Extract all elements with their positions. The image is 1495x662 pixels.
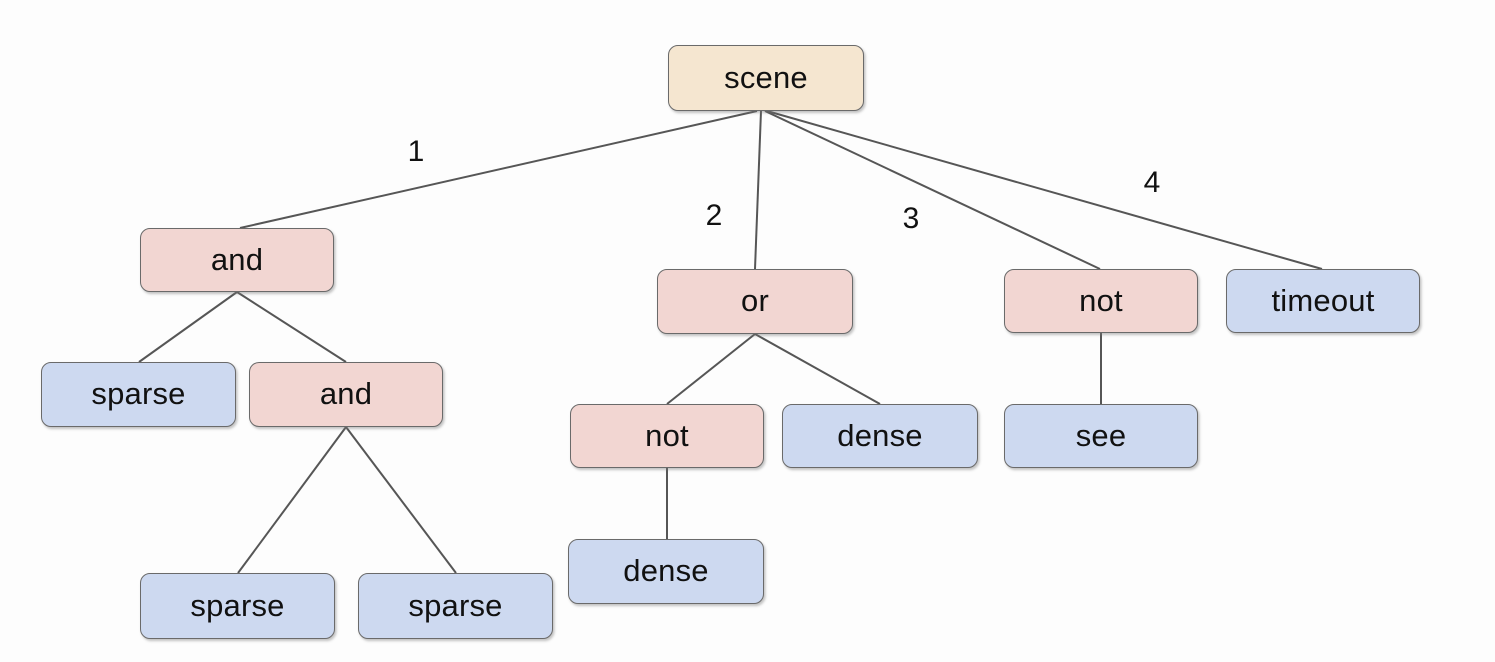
tree-node-label: and [210,241,264,277]
tree-node-see[interactable]: see [1004,404,1198,468]
tree-edge-scene-to-and1 [239,110,758,229]
tree-edge-and2-to-sparse2 [237,426,347,574]
tree-edge-or1-to-not2 [666,333,756,405]
tree-node-label: not [645,417,689,453]
tree-node-sparse2[interactable]: sparse [140,573,335,639]
tree-edge-scene-to-timeout [766,110,1323,270]
edge-order-label-1: 1 [407,135,425,168]
tree-node-label: or [741,283,769,318]
tree-node-dense2[interactable]: dense [568,539,764,604]
tree-node-label: see [1075,417,1127,453]
tree-node-label: sparse [408,587,503,623]
tree-node-label: dense [623,553,709,588]
tree-edge-or1-to-dense1 [754,333,881,405]
tree-node-not2[interactable]: not [570,404,764,468]
tree-node-label: timeout [1271,282,1375,318]
tree-edge-and1-to-sparse1 [138,291,238,363]
tree-node-dense1[interactable]: dense [782,404,978,468]
tree-edge-scene-to-or1 [754,110,762,270]
tree-edge-and1-to-and2 [236,291,347,363]
tree-node-label: sparse [190,587,285,623]
tree-node-label: and [319,376,373,411]
tree-node-label: scene [724,59,808,95]
tree-node-label: dense [837,417,923,453]
tree-node-timeout[interactable]: timeout [1226,269,1420,333]
tree-node-label: not [1079,282,1123,318]
edge-order-label-2: 2 [705,199,723,232]
tree-edge-and2-to-sparse3 [345,426,457,574]
tree-node-label: sparse [91,376,186,411]
edge-order-label-4: 4 [1143,166,1161,199]
tree-node-sparse3[interactable]: sparse [358,573,553,639]
tree-node-sparse1[interactable]: sparse [41,362,236,427]
tree-node-scene[interactable]: scene [668,45,864,111]
edge-order-label-3: 3 [902,202,920,235]
tree-node-and1[interactable]: and [140,228,334,292]
tree-node-and2[interactable]: and [249,362,443,427]
tree-edge-scene-to-not1 [764,110,1101,270]
tree-node-not1[interactable]: not [1004,269,1198,333]
tree-node-or1[interactable]: or [657,269,853,334]
